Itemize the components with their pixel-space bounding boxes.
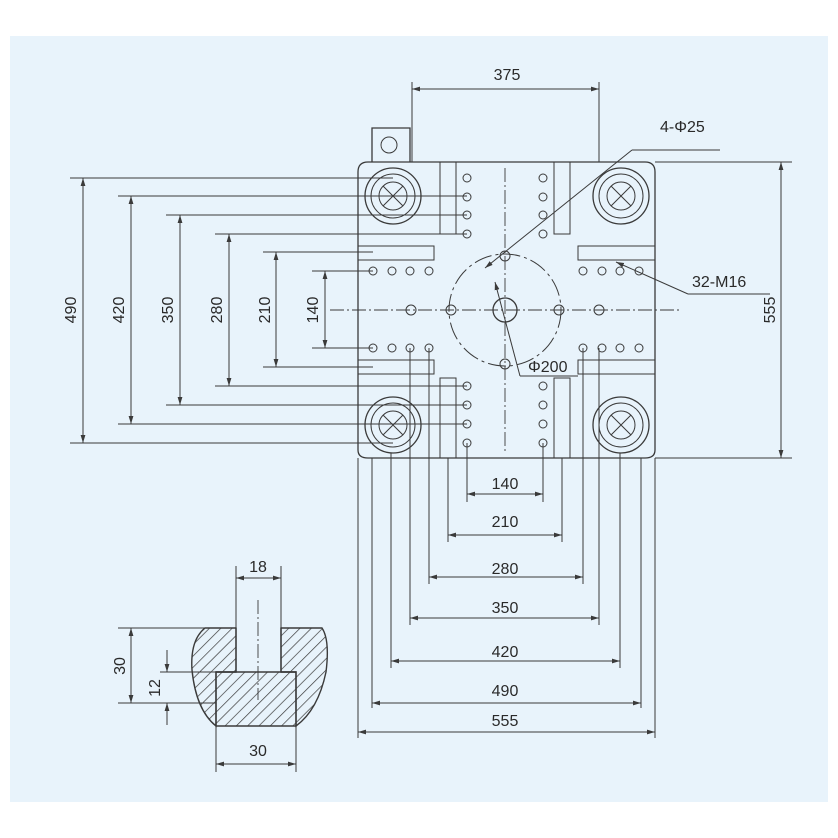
dimension-350-vertical-label: 350 [160,297,177,324]
dimension-210-horizontal-label: 210 [492,514,519,531]
dimension-555-horizontal-label: 555 [492,713,519,730]
t-slot-width-18-label: 18 [249,559,267,576]
dimension-140-vertical-label: 140 [305,297,322,324]
dimension-280-horizontal-label: 280 [492,561,519,578]
dimension-555-vertical-label: 555 [762,297,779,324]
center-features [330,168,680,452]
t-slot-detail: 18 30 12 30 [112,559,329,772]
dimension-490-vertical-label: 490 [63,297,80,324]
dimension-375-label: 375 [494,67,521,84]
platen-outline [357,127,656,738]
t-slots [357,161,656,459]
dimension-375: 375 [411,67,600,162]
callout-4-phi25: 4-Φ25 [484,119,720,269]
tie-bar-hole-top-right [592,167,650,225]
t-slot-depth-30-label: 30 [112,657,129,675]
tie-bar-hole-bottom-right [592,396,650,454]
t-slot-depth-12-label: 12 [147,679,164,697]
dimension-280-vertical-label: 280 [209,297,226,324]
dimension-140-horizontal-label: 140 [492,476,519,493]
callout-32-m16-label: 32-M16 [692,274,746,291]
drawing-area [10,36,828,802]
callout-phi200: Φ200 [494,281,578,377]
dimension-490-horizontal-label: 490 [492,683,519,700]
dimension-420-vertical-label: 420 [111,297,128,324]
callout-phi200-label: Φ200 [528,359,568,376]
callout-4-phi25-label: 4-Φ25 [660,119,705,136]
t-slot-width-30-label: 30 [249,743,267,760]
callout-32-m16: 32-M16 [615,261,770,295]
bottom-dimensions: 140 210 280 350 420 490 555 [358,348,655,735]
tie-bar-hole-bottom-left [364,396,422,454]
tie-bar-holes [364,167,650,454]
dimension-555-vertical: 555 [655,161,792,459]
dimension-350-horizontal-label: 350 [492,600,519,617]
dimension-210-vertical-label: 210 [257,297,274,324]
dimension-420-horizontal-label: 420 [492,644,519,661]
left-dimensions: 490 420 350 280 210 140 [63,177,467,444]
